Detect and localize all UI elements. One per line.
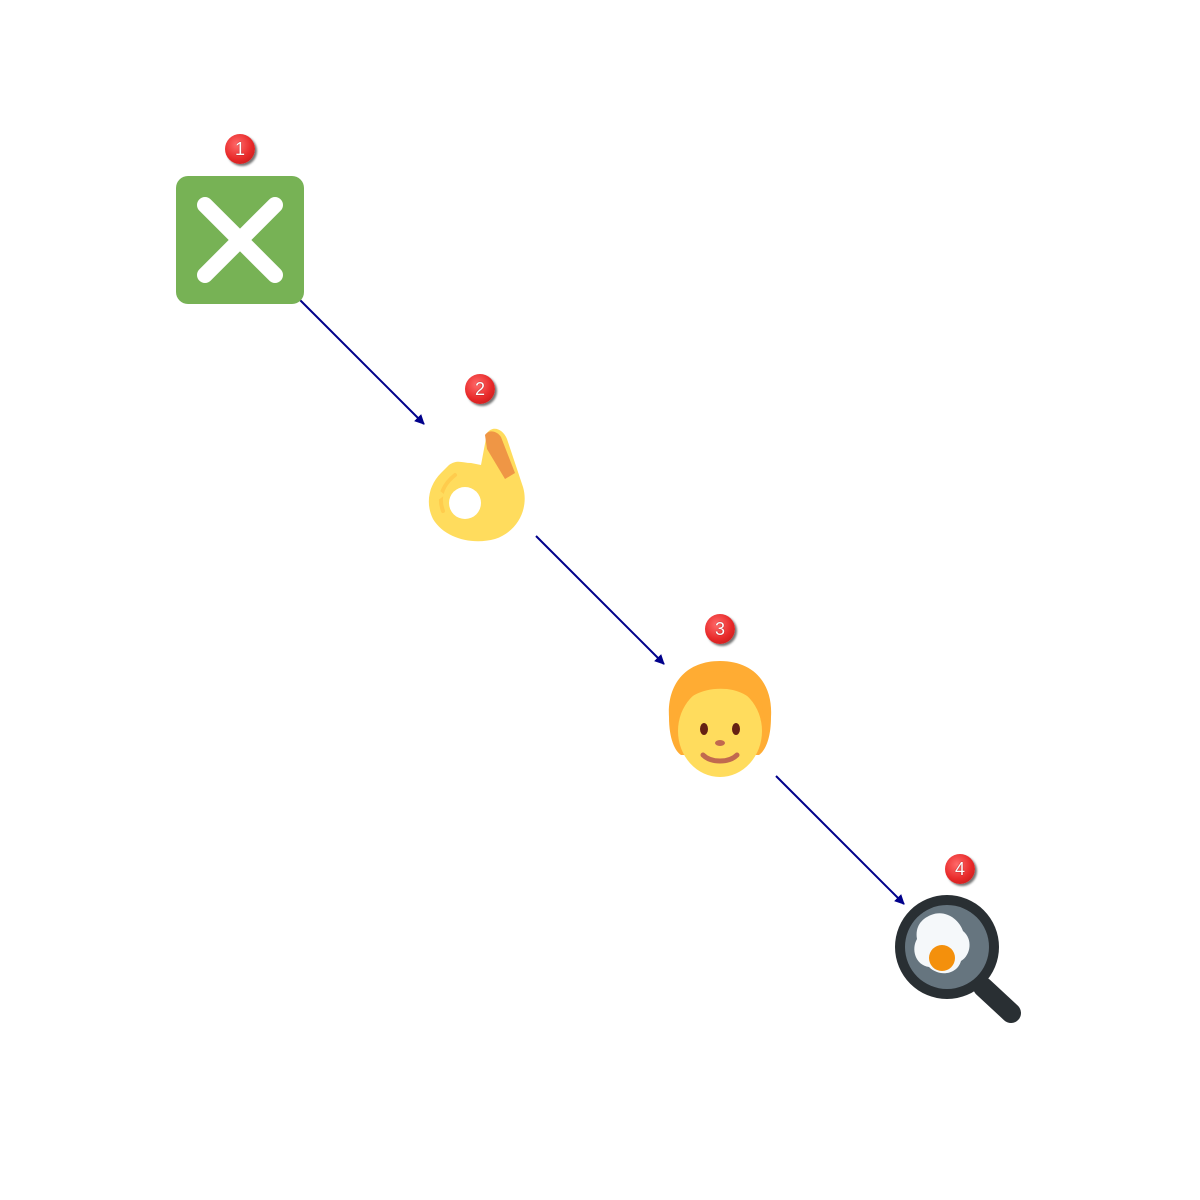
arrow-3-to-4 — [775, 775, 905, 905]
arrow-2-to-3 — [535, 535, 665, 665]
step-badge-4: 4 — [945, 854, 975, 884]
node-cooking — [895, 895, 1025, 1025]
step-badge-3: 3 — [705, 614, 735, 644]
step-badge-1: 1 — [225, 134, 255, 164]
cross-mark-button-icon — [176, 176, 304, 304]
arrow-1-to-2 — [299, 299, 425, 425]
ok-hand-icon — [428, 428, 525, 542]
node-cross-mark — [175, 175, 305, 305]
cooking-egg-pan-icon — [895, 895, 1021, 1023]
node-ok-hand — [415, 415, 545, 545]
step-badge-2: 2 — [465, 374, 495, 404]
node-person — [655, 655, 785, 785]
person-icon — [668, 661, 772, 777]
